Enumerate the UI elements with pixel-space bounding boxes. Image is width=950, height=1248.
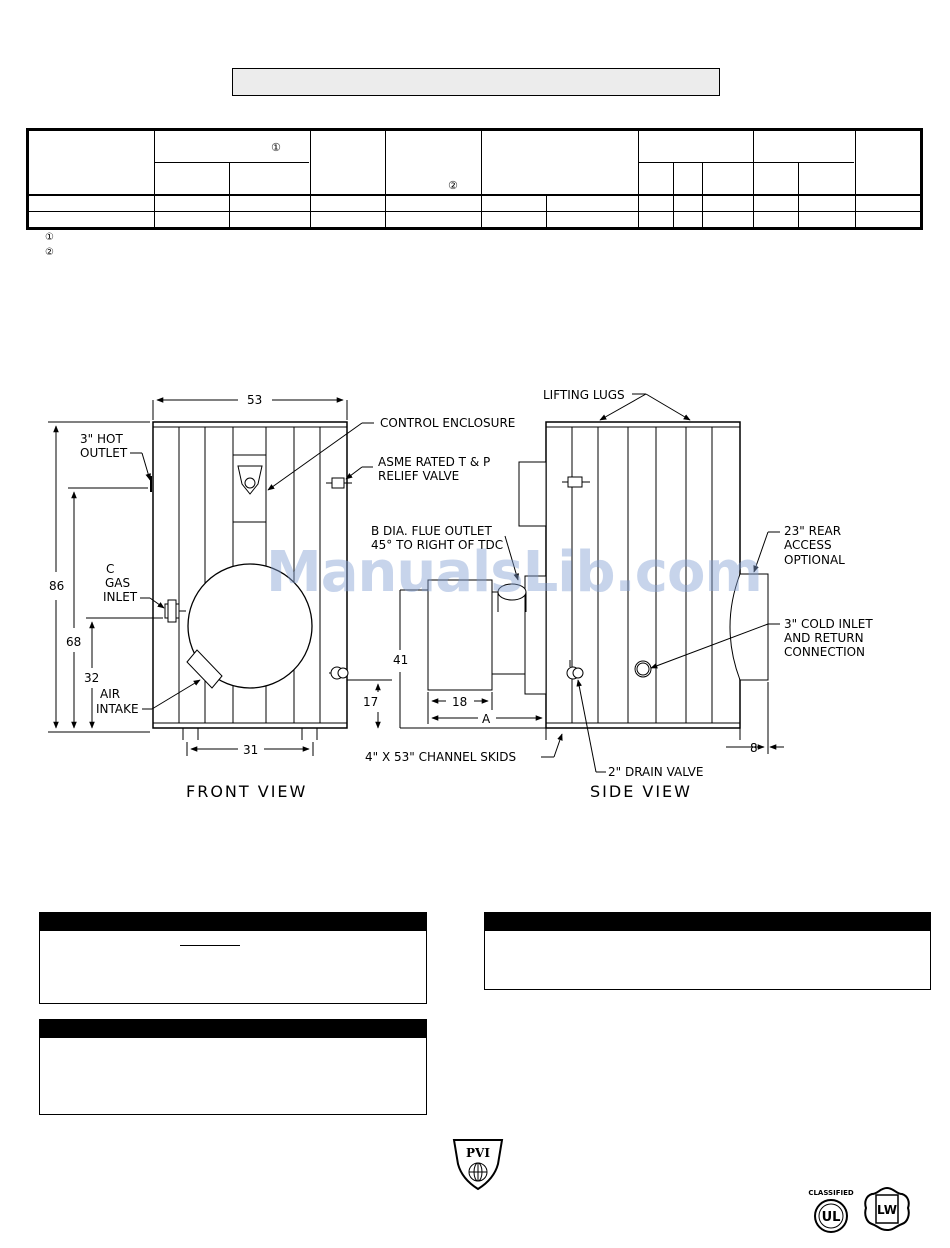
- rear-access-label: ACCESS: [784, 538, 832, 552]
- gas-inlet-label: GAS: [105, 576, 130, 590]
- dim-height-32: 32: [84, 671, 99, 685]
- side-view-heater: [427, 421, 769, 740]
- rear-access-label: OPTIONAL: [784, 553, 845, 567]
- flue-outlet-label: B DIA. FLUE OUTLET: [371, 524, 492, 538]
- drain-valve-label: 2" DRAIN VALVE: [608, 765, 703, 779]
- ul-mark-text: UL: [822, 1210, 841, 1225]
- table-rule: [798, 162, 799, 227]
- hot-outlet-label: 3" HOT: [80, 432, 123, 446]
- table-rule: [638, 162, 854, 163]
- header-footnote-marker-1: ①: [271, 141, 281, 154]
- pvi-logo: PVI: [452, 1139, 504, 1191]
- lw-mark-text: LW: [877, 1203, 897, 1217]
- rear-access-label: 23" REAR: [784, 524, 841, 538]
- pvi-logo-text: PVI: [466, 1146, 490, 1160]
- watermark: ManualsLib.com: [266, 540, 763, 605]
- dim-height-17: 17: [363, 695, 378, 709]
- air-intake-label: AIR: [100, 687, 120, 701]
- footnote-marker-1: ①: [45, 232, 54, 243]
- control-enclosure-label: CONTROL ENCLOSURE: [380, 416, 515, 430]
- front-view-caption: FRONT VIEW: [186, 782, 307, 801]
- table-rule: [546, 195, 547, 227]
- channel-skids-label: 4" X 53" CHANNEL SKIDS: [365, 750, 516, 764]
- table-rule: [673, 162, 674, 227]
- flue-outlet-label: 45° TO RIGHT OF TDC: [371, 538, 503, 552]
- box-header: [40, 913, 426, 931]
- side-view-caption: SIDE VIEW: [590, 782, 692, 801]
- table-rule: [638, 131, 639, 227]
- dim-18: 18: [452, 695, 467, 709]
- air-intake-label: INTAKE: [96, 702, 139, 716]
- box-header: [485, 913, 930, 931]
- pvi-emblem-icon: [237, 465, 263, 495]
- lifting-lugs-label: LIFTING LUGS: [543, 388, 625, 402]
- table-rule: [310, 131, 311, 227]
- cold-inlet-label: 3" COLD INLET: [784, 617, 873, 631]
- cold-inlet-label: AND RETURN: [784, 631, 864, 645]
- table-rule: [29, 194, 920, 196]
- footnote-marker-2: ②: [45, 247, 54, 258]
- dim-height-86: 86: [49, 579, 64, 593]
- front-view-heater: [150, 421, 352, 740]
- dim-height-41: 41: [393, 653, 408, 667]
- table-rule: [753, 131, 754, 227]
- info-box-left-top: [39, 912, 427, 1004]
- box-header: [40, 1020, 426, 1038]
- dim-width-bottom: 31: [243, 743, 258, 757]
- title-bar: [232, 68, 720, 96]
- table-rule: [154, 162, 309, 163]
- box-rule: [180, 945, 240, 946]
- header-footnote-marker-2: ②: [448, 179, 458, 192]
- table-rule: [154, 131, 155, 227]
- technical-drawing: 53 3" HOT OUTLET C GAS INLET AIR INTAKE …: [48, 388, 873, 801]
- hot-outlet-label: OUTLET: [80, 446, 128, 460]
- table-rule: [385, 131, 386, 227]
- spec-table: ① ②: [26, 128, 923, 230]
- table-rule: [29, 211, 920, 212]
- relief-valve-label: RELIEF VALVE: [378, 469, 459, 483]
- gas-inlet-label: INLET: [103, 590, 138, 604]
- dim-height-68: 68: [66, 635, 81, 649]
- dim-width-top: 53: [247, 393, 262, 407]
- table-rule: [702, 162, 703, 227]
- table-rule: [229, 162, 230, 227]
- dim-8: 8: [750, 741, 758, 755]
- dim-a: A: [482, 712, 491, 726]
- table-rule: [855, 131, 856, 227]
- ul-classified-text: CLASSIFIED: [808, 1189, 854, 1197]
- ul-classified-logo: CLASSIFIED UL: [808, 1189, 854, 1233]
- cold-inlet-label: CONNECTION: [784, 645, 865, 659]
- gas-inlet-label: C: [106, 562, 114, 576]
- info-box-left-bottom: [39, 1019, 427, 1115]
- relief-valve-label: ASME RATED T & P: [378, 455, 490, 469]
- info-box-right: [484, 912, 931, 990]
- lw-logo: LW: [864, 1186, 910, 1232]
- table-rule: [481, 131, 482, 227]
